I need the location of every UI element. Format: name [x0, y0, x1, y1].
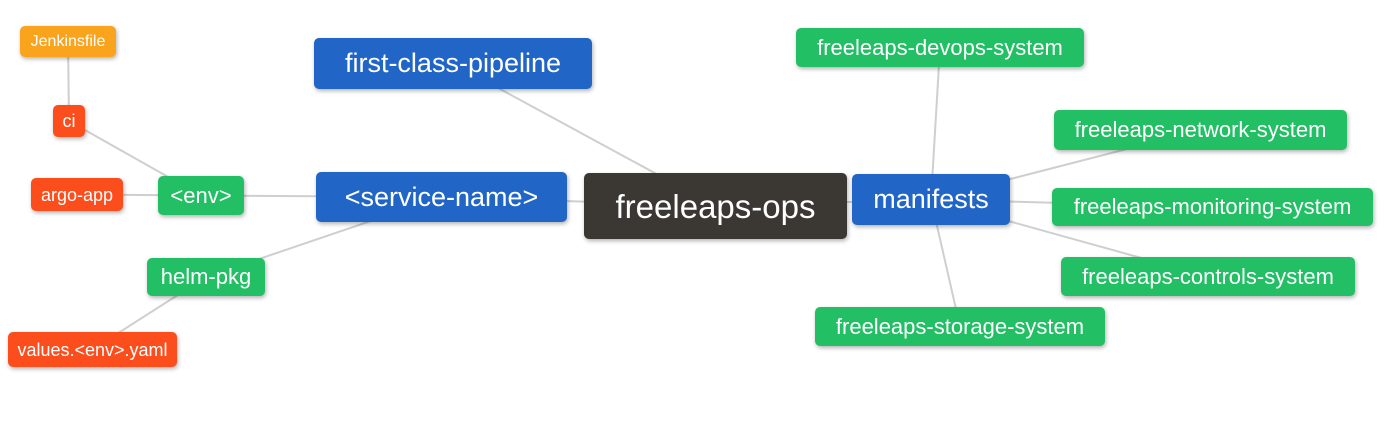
mindmap-node-pipeline[interactable]: first-class-pipeline: [314, 38, 592, 89]
mindmap-node-ops[interactable]: freeleaps-ops: [584, 173, 847, 239]
mindmap-node-manifests[interactable]: manifests: [852, 174, 1010, 225]
mindmap-node-controls[interactable]: freeleaps-controls-system: [1061, 257, 1355, 296]
mindmap-node-argo-app[interactable]: argo-app: [31, 178, 123, 211]
mindmap-node-values-yaml[interactable]: values.<env>.yaml: [8, 332, 177, 367]
mindmap-node-ci[interactable]: ci: [53, 105, 85, 137]
mindmap-node-storage[interactable]: freeleaps-storage-system: [815, 307, 1105, 346]
mindmap-node-helm-pkg[interactable]: helm-pkg: [147, 258, 265, 296]
mindmap-node-env[interactable]: <env>: [158, 176, 244, 215]
mindmap-node-network[interactable]: freeleaps-network-system: [1054, 110, 1347, 150]
mindmap-node-jenkinsfile[interactable]: Jenkinsfile: [20, 26, 116, 57]
mindmap-node-devops[interactable]: freeleaps-devops-system: [796, 28, 1084, 67]
mindmap-node-monitoring[interactable]: freeleaps-monitoring-system: [1052, 188, 1373, 226]
mindmap-node-service[interactable]: <service-name>: [316, 172, 567, 222]
